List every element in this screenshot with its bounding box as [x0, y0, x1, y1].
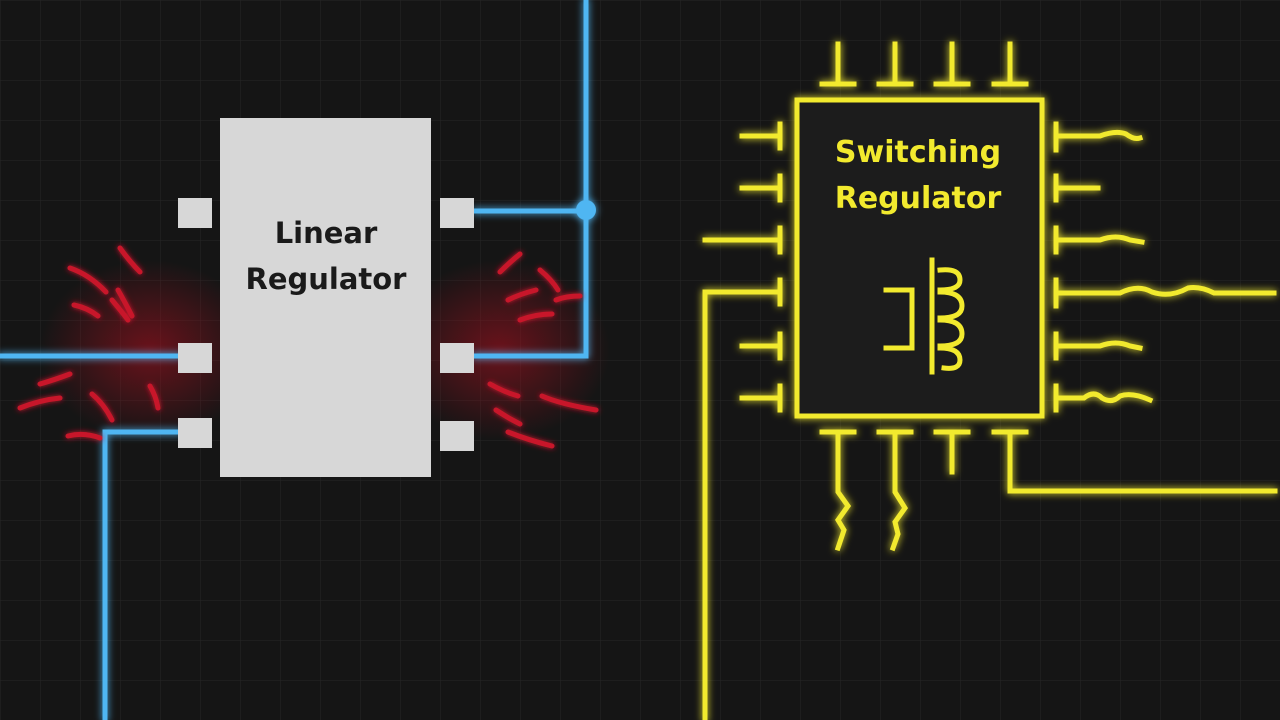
linear-regulator-label-line2: Regulator — [245, 262, 407, 296]
switching-regulator-body — [794, 97, 1045, 419]
switching-regulator-label-line1: Switching — [835, 135, 1001, 170]
heat-sparks-right — [487, 251, 599, 449]
switching-pins-left — [739, 121, 783, 413]
pin-left-1 — [178, 198, 212, 228]
yellow-trace-left — [702, 289, 783, 720]
linear-regulator-label-line1: Linear — [275, 216, 378, 250]
output-trace-loop — [471, 208, 589, 359]
pin-left-2 — [178, 343, 212, 373]
junction-dot — [576, 200, 596, 220]
linear-pins — [178, 198, 474, 451]
linear-regulator-section: Linear Regulator — [0, 0, 610, 720]
pin-right-1 — [440, 198, 474, 228]
heat-sparks-left — [17, 245, 161, 441]
switching-pins-right — [1053, 121, 1277, 413]
pin-left-3 — [178, 418, 212, 448]
ground-trace — [102, 429, 183, 720]
switching-regulator-section — [702, 41, 1278, 720]
inductor-capacitor-icon — [883, 257, 965, 375]
switching-regulator-label-line2: Regulator — [835, 181, 1002, 216]
pin-right-3 — [440, 421, 474, 451]
linear-regulator-body — [220, 118, 431, 477]
switching-pins-top — [819, 41, 1029, 87]
pin-right-2 — [440, 343, 474, 373]
switching-pins-bottom — [819, 429, 1029, 552]
heat-glow-right — [390, 260, 610, 440]
yellow-trace-bottom-right — [1007, 429, 1278, 494]
